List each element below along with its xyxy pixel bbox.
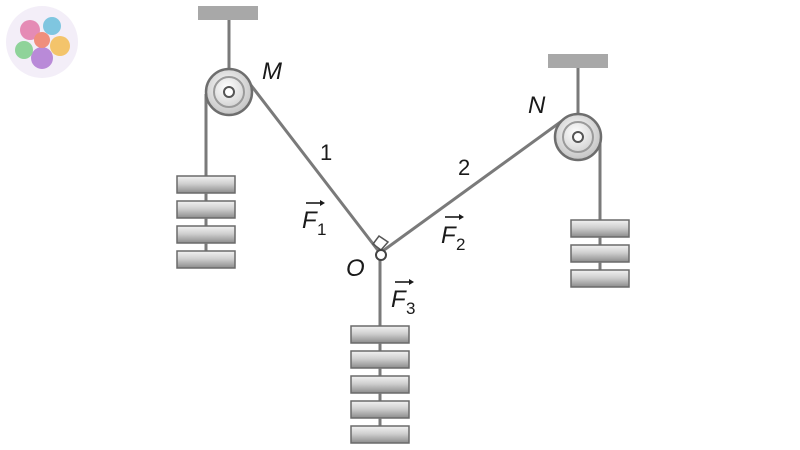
right-weight-3 xyxy=(570,269,630,288)
weight-stack-bottom xyxy=(350,325,410,444)
force-f1-letter: F xyxy=(302,207,318,234)
label-rope-1: 1 xyxy=(320,140,332,165)
bottom-weight-5 xyxy=(350,425,410,444)
weight-stack-right xyxy=(570,219,630,288)
force-f2-label: F 2 xyxy=(441,214,465,254)
force-f2-letter: F xyxy=(441,222,457,249)
bottom-weight-3 xyxy=(350,375,410,394)
force-f3-label: F 3 xyxy=(391,279,415,318)
rope-2 xyxy=(379,116,567,255)
pulley-n xyxy=(553,112,603,162)
bottom-weight-2 xyxy=(350,350,410,369)
force-f3-sub: 3 xyxy=(406,299,415,318)
right-weight-2 xyxy=(570,244,630,263)
force-f1-label: F 1 xyxy=(302,200,326,239)
bottom-weight-4 xyxy=(350,400,410,419)
pulley-m xyxy=(204,67,254,117)
left-weight-3 xyxy=(176,225,236,244)
weight-stack-left xyxy=(176,175,236,269)
logo-icon xyxy=(6,6,78,78)
force-f3-letter: F xyxy=(391,286,407,313)
ceiling-right xyxy=(548,54,608,68)
label-m: M xyxy=(262,58,282,85)
left-weight-4 xyxy=(176,250,236,269)
force-f2-sub: 2 xyxy=(456,235,465,254)
rope-1 xyxy=(245,79,382,254)
knot-o xyxy=(375,249,387,261)
ceiling-left xyxy=(198,6,258,20)
left-weight-1 xyxy=(176,175,236,194)
label-n: N xyxy=(528,92,546,119)
force-f1-sub: 1 xyxy=(317,220,326,239)
label-o: O xyxy=(346,255,365,282)
right-weight-1 xyxy=(570,219,630,238)
right-angle-marker xyxy=(371,234,390,252)
bottom-weight-1 xyxy=(350,325,410,344)
left-weight-2 xyxy=(176,200,236,219)
label-rope-2: 2 xyxy=(458,155,470,180)
